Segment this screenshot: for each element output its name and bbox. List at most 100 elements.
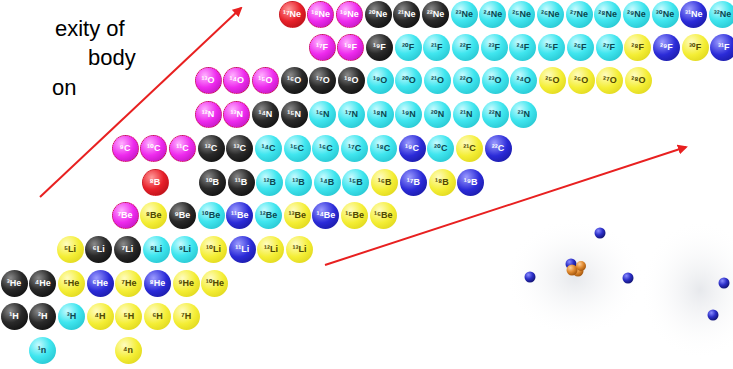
nuclide-label: ²⁴O <box>516 76 530 85</box>
nuclide-label: ²¹N <box>460 110 473 119</box>
nuclide-label: ¹²Li <box>264 245 278 254</box>
nuclide-label: ¹⁷F <box>316 43 328 52</box>
nuclide-circle: ¹⁵Be <box>341 202 368 229</box>
nuclide-label: ⁸Be <box>146 211 162 220</box>
nuclide-circle: ⁴n <box>115 337 142 364</box>
nuclide-label: ²⁶O <box>574 76 588 85</box>
nuclide-circle: ²⁷O <box>596 67 623 94</box>
nuclide-circle: ¹¹Li <box>229 236 256 263</box>
nuclide-label: ¹³C <box>234 144 247 153</box>
nuclide-circle: ¹⁶O <box>281 67 308 94</box>
nuclide-circle: ¹²C <box>198 135 225 162</box>
nuclide-label: ²⁶F <box>574 43 587 52</box>
nuclide-label: ¹³O <box>202 76 215 85</box>
nuclide-circle: ¹²B <box>256 169 283 196</box>
nuclide-label: ¹⁶B <box>378 178 392 187</box>
nuclide-label: ²⁰C <box>434 144 447 153</box>
nuclide-label: ⁹Be <box>175 211 191 220</box>
nuclide-label: ¹³N <box>230 110 243 119</box>
nuclide-circle: ¹³N <box>223 101 250 128</box>
nuclide-label: ²⁵O <box>545 76 559 85</box>
nuclide-circle: ¹⁸O <box>338 67 365 94</box>
nuclide-circle: ²³O <box>482 67 509 94</box>
nuclide-circle: ³¹F <box>710 34 733 61</box>
nuclide-label: ¹⁶Be <box>374 211 393 220</box>
nuclide-circle: ¹⁰He <box>201 270 228 297</box>
nuclide-label: ²⁹Ne <box>627 10 646 19</box>
nuclide-circle: ²⁸Ne <box>594 1 621 28</box>
nuclide-circle: ²²O <box>453 67 480 94</box>
nuclide-label: ¹⁶N <box>316 110 330 119</box>
nuclide-label: ¹⁹F <box>373 43 386 52</box>
nuclide-label: ⁷Li <box>122 245 134 254</box>
nuclide-circle: ¹H <box>1 303 28 330</box>
nuclide-circle: ¹⁰Be <box>198 202 225 229</box>
nuclide-label: ¹²B <box>264 178 277 187</box>
nuclide-circle: ¹⁸C <box>370 135 397 162</box>
nuclide-label: ²²N <box>489 110 502 119</box>
nuclide-circle: ²¹F <box>423 34 450 61</box>
nuclide-circle: ⁶H <box>144 303 171 330</box>
nuclide-label: ³¹F <box>718 43 730 52</box>
nuclide-label: ¹⁶O <box>287 76 301 85</box>
caption-fragment: exity of <box>55 17 125 41</box>
nuclide-label: ²²Ne <box>427 10 445 19</box>
nuclide-label: ¹⁹N <box>402 110 416 119</box>
nuclide-circle: ⁹He <box>173 270 200 297</box>
nuclide-circle: ²¹N <box>453 101 480 128</box>
nuclide-circle: ⁵Li <box>57 236 84 263</box>
nuclide-label: ²²O <box>460 76 473 85</box>
nuclide-label: ³²Ne <box>714 10 732 19</box>
nuclide-circle: ²⁵O <box>539 67 566 94</box>
nuclide-label: ¹⁴Be <box>316 211 335 220</box>
nuclide-circle: ¹⁵N <box>281 101 308 128</box>
nuclide-circle: ¹⁷F <box>309 34 336 61</box>
nuclide-circle: ¹⁴C <box>255 135 282 162</box>
nuclide-label: ⁹C <box>120 144 131 153</box>
nuclide-label: ¹¹B <box>235 178 248 187</box>
nuclide-label: ¹⁵N <box>287 110 301 119</box>
nuclide-circle: ¹⁸B <box>429 169 456 196</box>
nuclide-circle: ¹⁴B <box>314 169 341 196</box>
nuclide-circle: ¹⁸N <box>367 101 394 128</box>
nuclide-circle: ⁸B <box>142 169 169 196</box>
nuclide-label: ¹⁹B <box>464 178 478 187</box>
nuclide-label: ¹²C <box>205 144 218 153</box>
nuclide-circle: ¹⁷Ne <box>279 1 306 28</box>
nuclide-label: ⁸He <box>150 279 166 288</box>
nuclide-label: ¹⁹C <box>405 144 419 153</box>
nuclide-circle: ¹⁹N <box>395 101 422 128</box>
nuclide-label: ²⁵F <box>545 43 558 52</box>
nuclide-label: ¹⁵O <box>258 76 272 85</box>
nuclide-circle: ¹²N <box>195 101 222 128</box>
nuclide-circle: ²⁰N <box>424 101 451 128</box>
nuclide-circle: ²¹C <box>456 135 483 162</box>
nuclide-label: ¹⁰Li <box>206 245 221 254</box>
nuclide-circle: ²¹Ne <box>393 1 420 28</box>
nuclide-label: ¹⁷B <box>407 178 420 187</box>
nuclide-label: ²³F <box>488 43 500 52</box>
nuclide-label: ¹⁵C <box>290 144 304 153</box>
nuclide-circle: ⁸Be <box>140 202 167 229</box>
nuclide-circle: ¹⁹Ne <box>336 1 363 28</box>
nuclide-circle: ¹⁹F <box>366 34 393 61</box>
nuclide-label: ¹⁰He <box>206 279 224 288</box>
nuclide-label: ¹⁷Ne <box>283 10 301 19</box>
nuclide-circle: ²²F <box>452 34 479 61</box>
nuclide-label: ³⁰Ne <box>656 10 674 19</box>
nuclide-label: ²³Ne <box>455 10 473 19</box>
nuclide-circle: ¹⁸F <box>337 34 364 61</box>
nuclide-label: ²⁰O <box>402 76 416 85</box>
nuclide-circle: ¹⁵B <box>342 169 369 196</box>
nuclide-label: ¹¹Li <box>235 245 249 254</box>
nuclide-circle: ²⁸F <box>624 34 651 61</box>
nuclide-label: ²³O <box>489 76 502 85</box>
nuclide-circle: ²⁰C <box>427 135 454 162</box>
nuclide-circle: ¹¹Be <box>226 202 253 229</box>
nuclide-circle: ¹⁴Be <box>312 202 339 229</box>
nuclide-circle: ³⁰Ne <box>652 1 679 28</box>
nuclide-circle: ¹⁰C <box>140 135 167 162</box>
nuclide-circle: ³²Ne <box>709 1 733 28</box>
nuclide-label: ²³N <box>517 110 530 119</box>
nuclide-label: ²⁸Ne <box>598 10 617 19</box>
